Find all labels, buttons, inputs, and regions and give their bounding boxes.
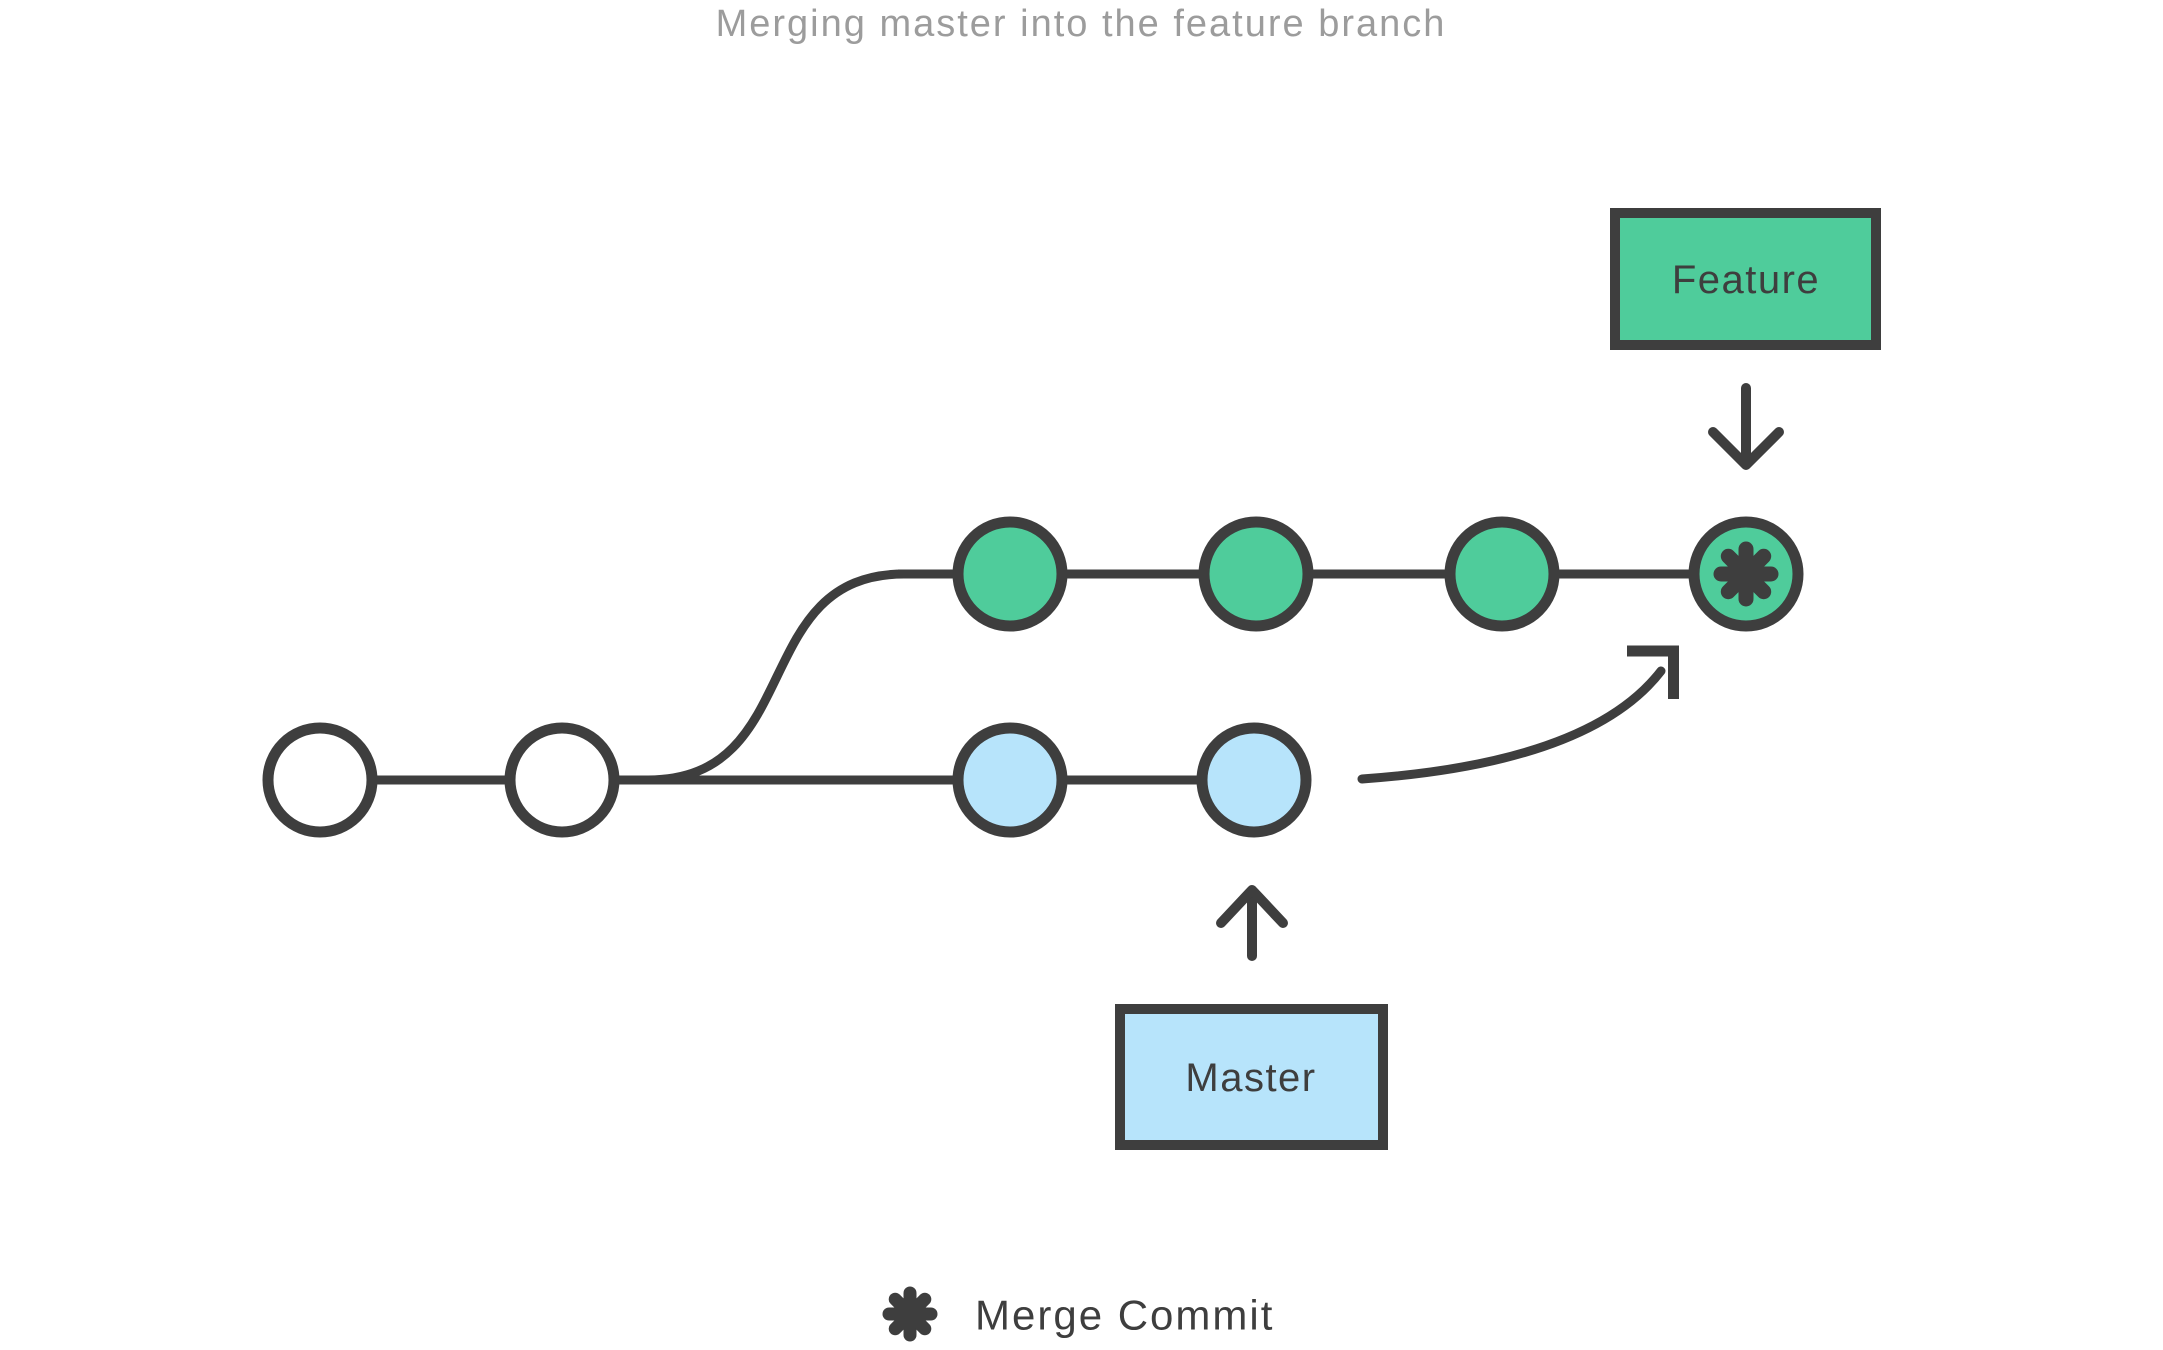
commit-node-master-1 bbox=[952, 722, 1068, 838]
merge-arrow-head bbox=[1627, 645, 1679, 699]
feature-label-box bbox=[1610, 208, 1881, 350]
commit-node-shared-1 bbox=[262, 722, 378, 838]
master-label-box bbox=[1115, 1004, 1388, 1150]
merge-arrow-curve bbox=[1357, 666, 1666, 784]
branch-divergence-curve bbox=[647, 569, 905, 785]
feature-label: Feature bbox=[1672, 258, 1820, 302]
commit-node-master-2 bbox=[1196, 722, 1312, 838]
commit-node-feature-3 bbox=[1444, 516, 1560, 632]
commit-node-feature-1 bbox=[952, 516, 1068, 632]
master-label: Master bbox=[1185, 1056, 1316, 1100]
legend-merge-commit-asterisk-icon bbox=[882, 1286, 938, 1342]
commit-node-shared-2 bbox=[504, 722, 620, 838]
diagram-title: Merging master into the feature branch bbox=[716, 3, 1447, 45]
legend: Merge Commit bbox=[882, 1286, 1274, 1342]
commit-node-feature-2 bbox=[1198, 516, 1314, 632]
up-arrow-icon bbox=[1216, 885, 1288, 961]
legend-label: Merge Commit bbox=[975, 1292, 1274, 1339]
down-arrow-icon bbox=[1708, 383, 1784, 470]
merge-commit-asterisk-icon bbox=[1713, 541, 1779, 607]
